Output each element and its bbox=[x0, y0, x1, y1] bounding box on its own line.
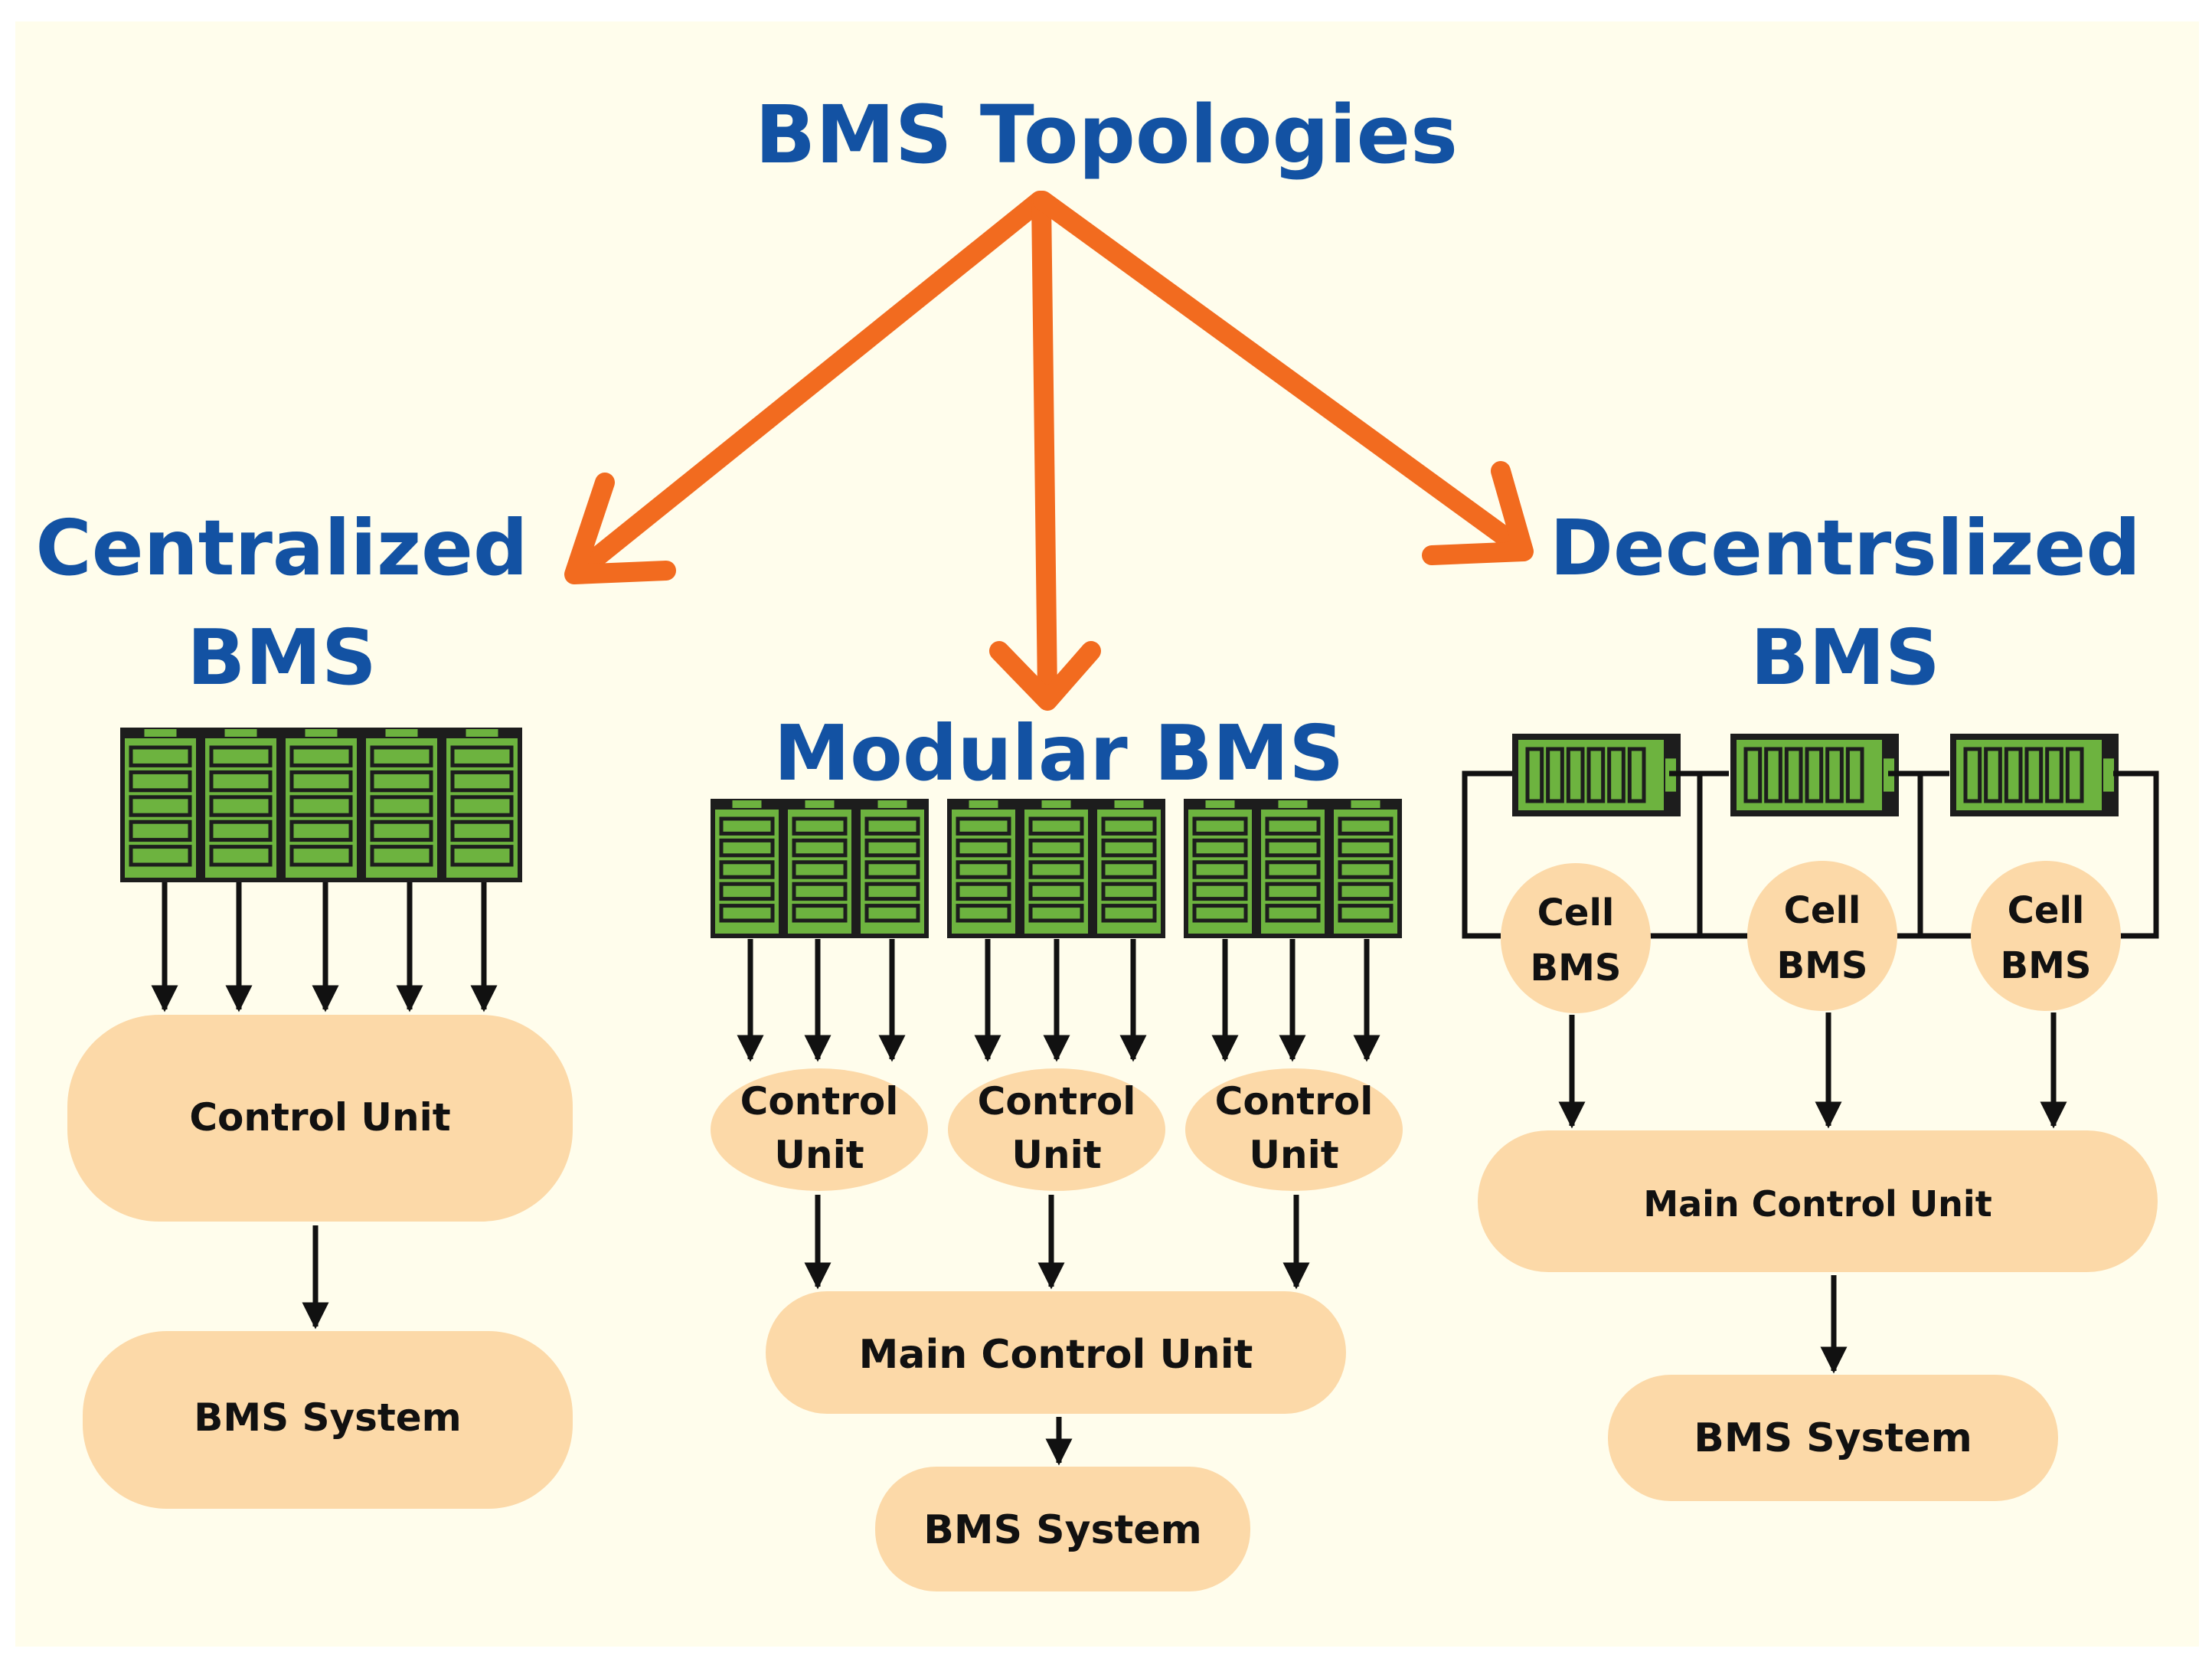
cell-bms-3-line2: BMS bbox=[2001, 944, 2092, 987]
decentralized-arrows-to-main bbox=[1558, 1012, 2067, 1129]
modular-battery-packs bbox=[711, 799, 1402, 938]
centralized-section: Centralized BMS Control Unit BMS System bbox=[35, 503, 573, 1509]
modular-control-unit-2-line1: Control bbox=[978, 1079, 1136, 1124]
modular-control-unit-2-line2: Unit bbox=[1011, 1133, 1101, 1177]
cell-bms-2-line1: Cell bbox=[1784, 889, 1861, 932]
decentralized-bms-system-label: BMS System bbox=[1694, 1415, 1972, 1461]
modular-control-unit-1-line2: Unit bbox=[774, 1133, 864, 1177]
modular-control-unit-1-line1: Control bbox=[740, 1079, 899, 1124]
modular-control-units: Control Unit Control Unit Control Unit bbox=[711, 1068, 1403, 1191]
cell-bms-2-line2: BMS bbox=[1777, 944, 1868, 987]
branch-arrows bbox=[564, 191, 1534, 711]
modular-title: Modular BMS bbox=[774, 708, 1345, 798]
modular-pack-3-cell bbox=[1334, 800, 1397, 934]
modular-main-control-unit-box bbox=[766, 1291, 1346, 1414]
centralized-battery-cell bbox=[125, 729, 196, 878]
centralized-title-line2: BMS bbox=[187, 613, 377, 702]
arrow-to-centralized bbox=[580, 191, 1050, 573]
modular-pack-1-cell bbox=[788, 800, 851, 934]
modular-control-unit-3-line2: Unit bbox=[1249, 1133, 1338, 1177]
centralized-bms-system-box bbox=[83, 1331, 573, 1509]
decentralized-cell-3 bbox=[1950, 734, 2119, 816]
decentralized-main-control-unit-box bbox=[1478, 1130, 2158, 1272]
decentralized-cells bbox=[1512, 734, 2119, 816]
modular-arrows-to-main bbox=[804, 1195, 1310, 1290]
centralized-control-unit-box bbox=[67, 1015, 573, 1222]
modular-control-unit-1 bbox=[711, 1068, 928, 1191]
modular-control-unit-3 bbox=[1185, 1068, 1403, 1191]
modular-pack-2-cell bbox=[1024, 800, 1088, 934]
modular-control-unit-2 bbox=[948, 1068, 1165, 1191]
decentralized-bms-system-box bbox=[1608, 1375, 2058, 1501]
cell-bms-3-line1: Cell bbox=[2008, 889, 2085, 932]
modular-bms-system-label: BMS System bbox=[923, 1507, 1202, 1553]
modular-pack-1-cell bbox=[715, 800, 779, 934]
modular-pack-2-cell bbox=[952, 800, 1015, 934]
decentralized-title-line2: BMS bbox=[1750, 613, 1940, 702]
decentralized-section: Decentrslized BMS Cell BMS Cell bbox=[1462, 503, 2159, 1501]
decentralized-cell-1 bbox=[1512, 734, 1681, 816]
modular-section: Modular BMS Control Unit Control Unit Co… bbox=[711, 708, 1403, 1591]
main-title: BMS Topologies bbox=[755, 88, 1458, 182]
modular-pack-3-cell bbox=[1261, 800, 1325, 934]
decentralized-cell-bms-nodes: Cell BMS Cell BMS Cell BMS bbox=[1501, 861, 2121, 1013]
modular-pack-1-cell bbox=[861, 800, 924, 934]
centralized-battery-cell bbox=[446, 729, 518, 878]
decentralized-main-control-unit-label: Main Control Unit bbox=[1643, 1183, 1991, 1225]
centralized-battery-cell bbox=[366, 729, 437, 878]
cell-bms-1-line2: BMS bbox=[1531, 947, 1622, 990]
centralized-battery-cell bbox=[286, 729, 357, 878]
centralized-title-line1: Centralized bbox=[35, 503, 528, 593]
cell-bms-1-line1: Cell bbox=[1537, 891, 1615, 934]
centralized-bms-system-label: BMS System bbox=[194, 1395, 462, 1440]
modular-main-control-unit-label: Main Control Unit bbox=[859, 1332, 1253, 1378]
arrow-to-centralized-head bbox=[564, 473, 676, 584]
cell-bms-3 bbox=[1971, 861, 2121, 1011]
decentralized-wiring bbox=[1462, 770, 2159, 939]
arrow-to-decentralized-head bbox=[1422, 461, 1534, 565]
decentralized-cell-2 bbox=[1730, 734, 1899, 816]
centralized-signal-arrows bbox=[151, 882, 498, 1012]
modular-pack-2-cell bbox=[1097, 800, 1161, 934]
modular-pack-3-cell bbox=[1188, 800, 1252, 934]
decentralized-title-line1: Decentrslized bbox=[1550, 503, 2141, 593]
modular-signal-arrows bbox=[737, 939, 1380, 1062]
modular-control-unit-3-line1: Control bbox=[1215, 1079, 1374, 1124]
centralized-battery-cell bbox=[205, 729, 276, 878]
centralized-control-unit-label: Control Unit bbox=[189, 1095, 450, 1140]
arrow-to-decentralized bbox=[1033, 191, 1530, 558]
centralized-battery-pack bbox=[120, 728, 522, 882]
arrow-to-modular-head bbox=[989, 641, 1101, 711]
cell-bms-2 bbox=[1747, 861, 1897, 1011]
cell-bms-1 bbox=[1501, 863, 1651, 1013]
modular-bms-system-box bbox=[875, 1467, 1250, 1591]
arrow-to-modular bbox=[1031, 191, 1057, 703]
